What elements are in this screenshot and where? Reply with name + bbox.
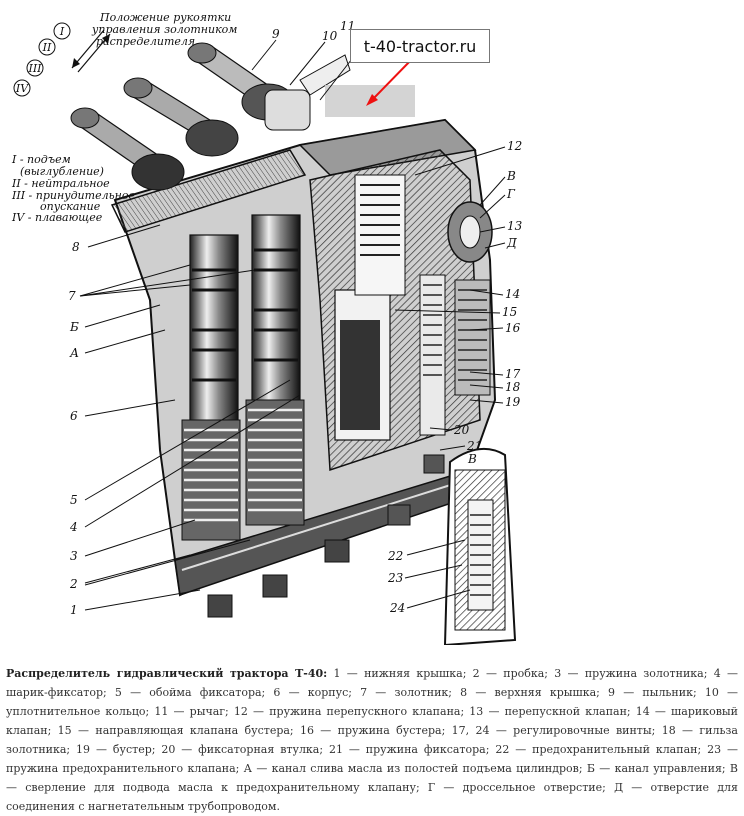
- callout-label: В: [506, 169, 516, 183]
- callout-label: 22: [387, 549, 403, 563]
- caption-body: 1 — нижняя крышка; 2 — пробка; 3 — пружи…: [6, 667, 738, 813]
- legend-line: опускание: [40, 200, 101, 213]
- legend-line: II - нейтральное: [11, 177, 110, 190]
- bottom-nuts: [207, 454, 445, 618]
- callout-label: 8: [72, 240, 80, 254]
- callout-label: Б: [69, 320, 79, 334]
- callout-label: 7: [68, 289, 76, 303]
- callout-label: 12: [507, 139, 522, 153]
- callouts-top: 9 10 11: [272, 19, 355, 43]
- legend-line: (выглубление): [20, 165, 104, 178]
- handle-title-line: распределителя: [96, 35, 195, 48]
- callout-label: 5: [70, 493, 78, 507]
- callout-label: 23: [387, 571, 404, 585]
- caption-title: Распределитель гидравлический трактора Т…: [6, 667, 328, 680]
- legend-line: I - подъем: [11, 153, 71, 166]
- control-levers: [70, 42, 351, 191]
- callout-label: 4: [69, 520, 78, 534]
- callout-label: 3: [70, 549, 78, 563]
- roman-label: IV: [15, 82, 29, 95]
- callout-label: А: [69, 346, 79, 360]
- inset-detail: [443, 447, 517, 647]
- callouts-right: 12 В Г 13 Д 14 15 16 17 18 19 20 21 В 22…: [387, 139, 523, 615]
- callout-label: 14: [505, 287, 520, 301]
- legend-line: IV - плавающее: [11, 211, 103, 224]
- leader-lines: [79, 39, 506, 611]
- callout-label: 24: [389, 601, 405, 615]
- site-watermark: t-40-tractor.ru: [350, 29, 490, 63]
- callout-label: 13: [507, 219, 523, 233]
- callout-label: 1: [70, 603, 78, 617]
- callout-label: 16: [505, 321, 521, 335]
- callout-label: 15: [502, 305, 517, 319]
- callout-label: 2: [69, 577, 78, 591]
- roman-label: III: [27, 62, 42, 75]
- diagram-canvas: I II III IV Положение рукоятки управлени…: [11, 11, 523, 647]
- callout-label: В: [467, 452, 477, 466]
- handle-title-line: Положение рукоятки: [99, 11, 231, 24]
- callout-label: 9: [272, 27, 280, 41]
- callout-label: Г: [506, 187, 516, 201]
- distributor-drawing: I II III IV Положение рукоятки управлени…: [11, 11, 523, 647]
- callouts-left: 8 7 Б А 6 5 4 3 2 1: [68, 240, 80, 617]
- callout-label: 17: [505, 367, 521, 381]
- watermark-text: t-40-tractor.ru: [363, 36, 477, 56]
- figure-caption: Распределитель гидравлический трактора Т…: [6, 664, 738, 816]
- callout-label: 20: [453, 423, 470, 437]
- legend-line: III - принудительное: [11, 189, 135, 202]
- callout-label: 10: [322, 29, 338, 43]
- callout-label: Д: [506, 236, 517, 250]
- callout-label: 6: [70, 409, 78, 423]
- roman-label: I: [59, 25, 65, 38]
- callout-label: 19: [505, 395, 521, 409]
- callout-label: 18: [505, 380, 521, 394]
- callout-label: 21: [466, 439, 482, 453]
- roman-label: II: [42, 41, 52, 54]
- handle-title-line: управления золотником: [91, 23, 237, 36]
- handle-position-indicator: I II III IV Положение рукоятки управлени…: [11, 11, 237, 224]
